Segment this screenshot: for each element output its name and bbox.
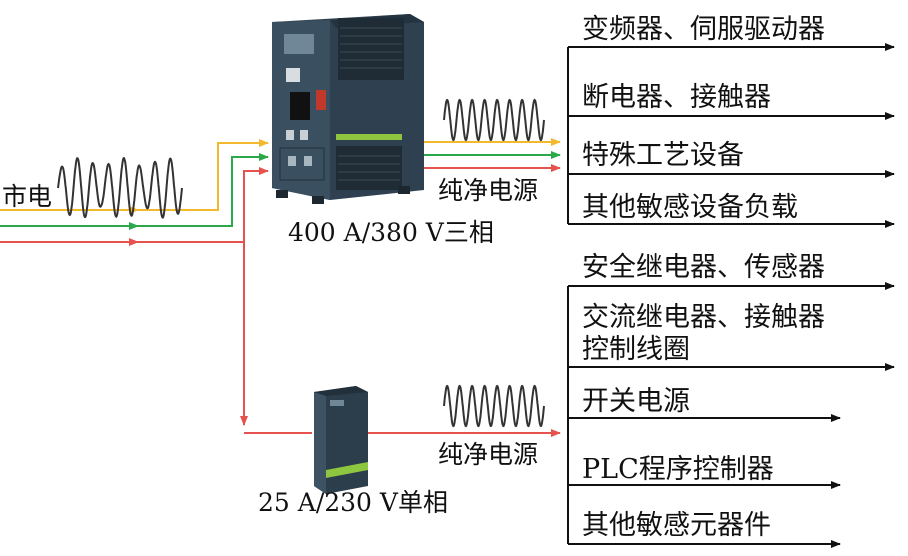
three-phase-rating-label: 400 A/380 V三相 (288, 218, 494, 247)
load-label-3: 特殊工艺设备 (582, 140, 744, 171)
single-phase-rating-label: 25 A/230 V单相 (258, 488, 448, 517)
mains-label: 市电 (2, 182, 53, 211)
load-label-6: 交流继电器、接触器 (582, 302, 825, 333)
load-label-2: 断电器、接触器 (582, 82, 771, 113)
load-label-4: 其他敏感设备负载 (582, 192, 798, 223)
load-label-5: 安全继电器、传感器 (582, 252, 825, 283)
single-phase-unit-icon (314, 386, 368, 494)
load-label-8: 开关电源 (582, 386, 690, 417)
load-label-9: PLC程序控制器 (582, 454, 774, 485)
load-label-7: 控制线圈 (582, 334, 690, 365)
load-label-1: 变频器、伺服驱动器 (582, 14, 825, 45)
three-phase-clean-power-label: 纯净电源 (438, 176, 539, 205)
load-label-10: 其他敏感元器件 (582, 510, 771, 541)
single-phase-clean-power-label: 纯净电源 (438, 440, 539, 469)
three-phase-cabinet-icon (272, 14, 424, 204)
mains-distorted-waveform (57, 157, 183, 219)
three-phase-clean-waveform (443, 98, 545, 142)
single-phase-clean-waveform (443, 384, 545, 428)
